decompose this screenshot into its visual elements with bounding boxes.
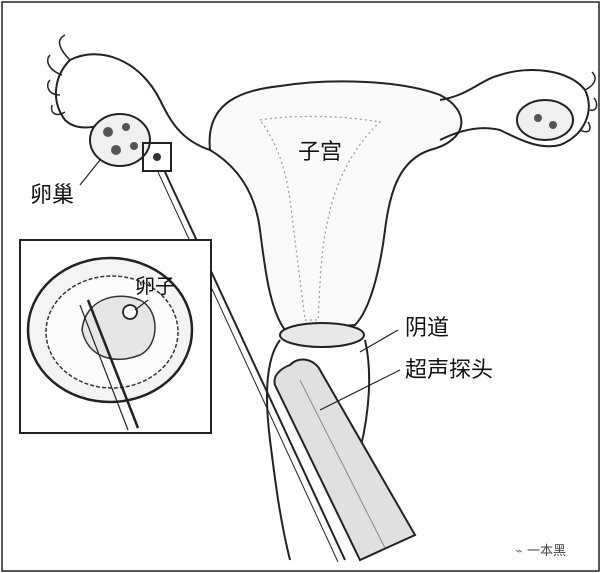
aspiration-needle — [164, 171, 346, 561]
left-ovary — [89, 113, 151, 167]
label-vagina: 阴道 — [405, 316, 450, 341]
right-ovary — [516, 99, 574, 141]
watermark-icon: ⌁ — [515, 544, 527, 559]
cervix — [279, 322, 365, 348]
vagina-leader — [359, 329, 399, 353]
label-egg: 卵子 — [135, 274, 175, 298]
watermark: ⌁ 一本黑 — [515, 540, 566, 559]
label-ovary: 卵巢 — [30, 183, 75, 208]
left-fallopian-tube — [54, 53, 211, 151]
right-fallopian-tube — [439, 69, 590, 148]
uterus-body — [208, 80, 463, 332]
ovary-zoom-box — [142, 142, 172, 172]
label-probe: 超声探头 — [405, 358, 494, 383]
ultrasound-probe — [273, 358, 417, 562]
ovary-leader — [79, 159, 101, 186]
probe-leader — [319, 369, 401, 411]
vaginal-wall — [266, 339, 371, 561]
egg-leader — [134, 299, 149, 311]
label-uterus: 子宫 — [298, 140, 343, 165]
watermark-text: 一本黑 — [526, 544, 566, 559]
follicle-fluid — [81, 295, 156, 361]
right-fimbriae — [579, 71, 598, 133]
left-fimbriae — [47, 34, 71, 116]
egg-cell — [122, 304, 138, 320]
inset-needle — [86, 299, 140, 429]
